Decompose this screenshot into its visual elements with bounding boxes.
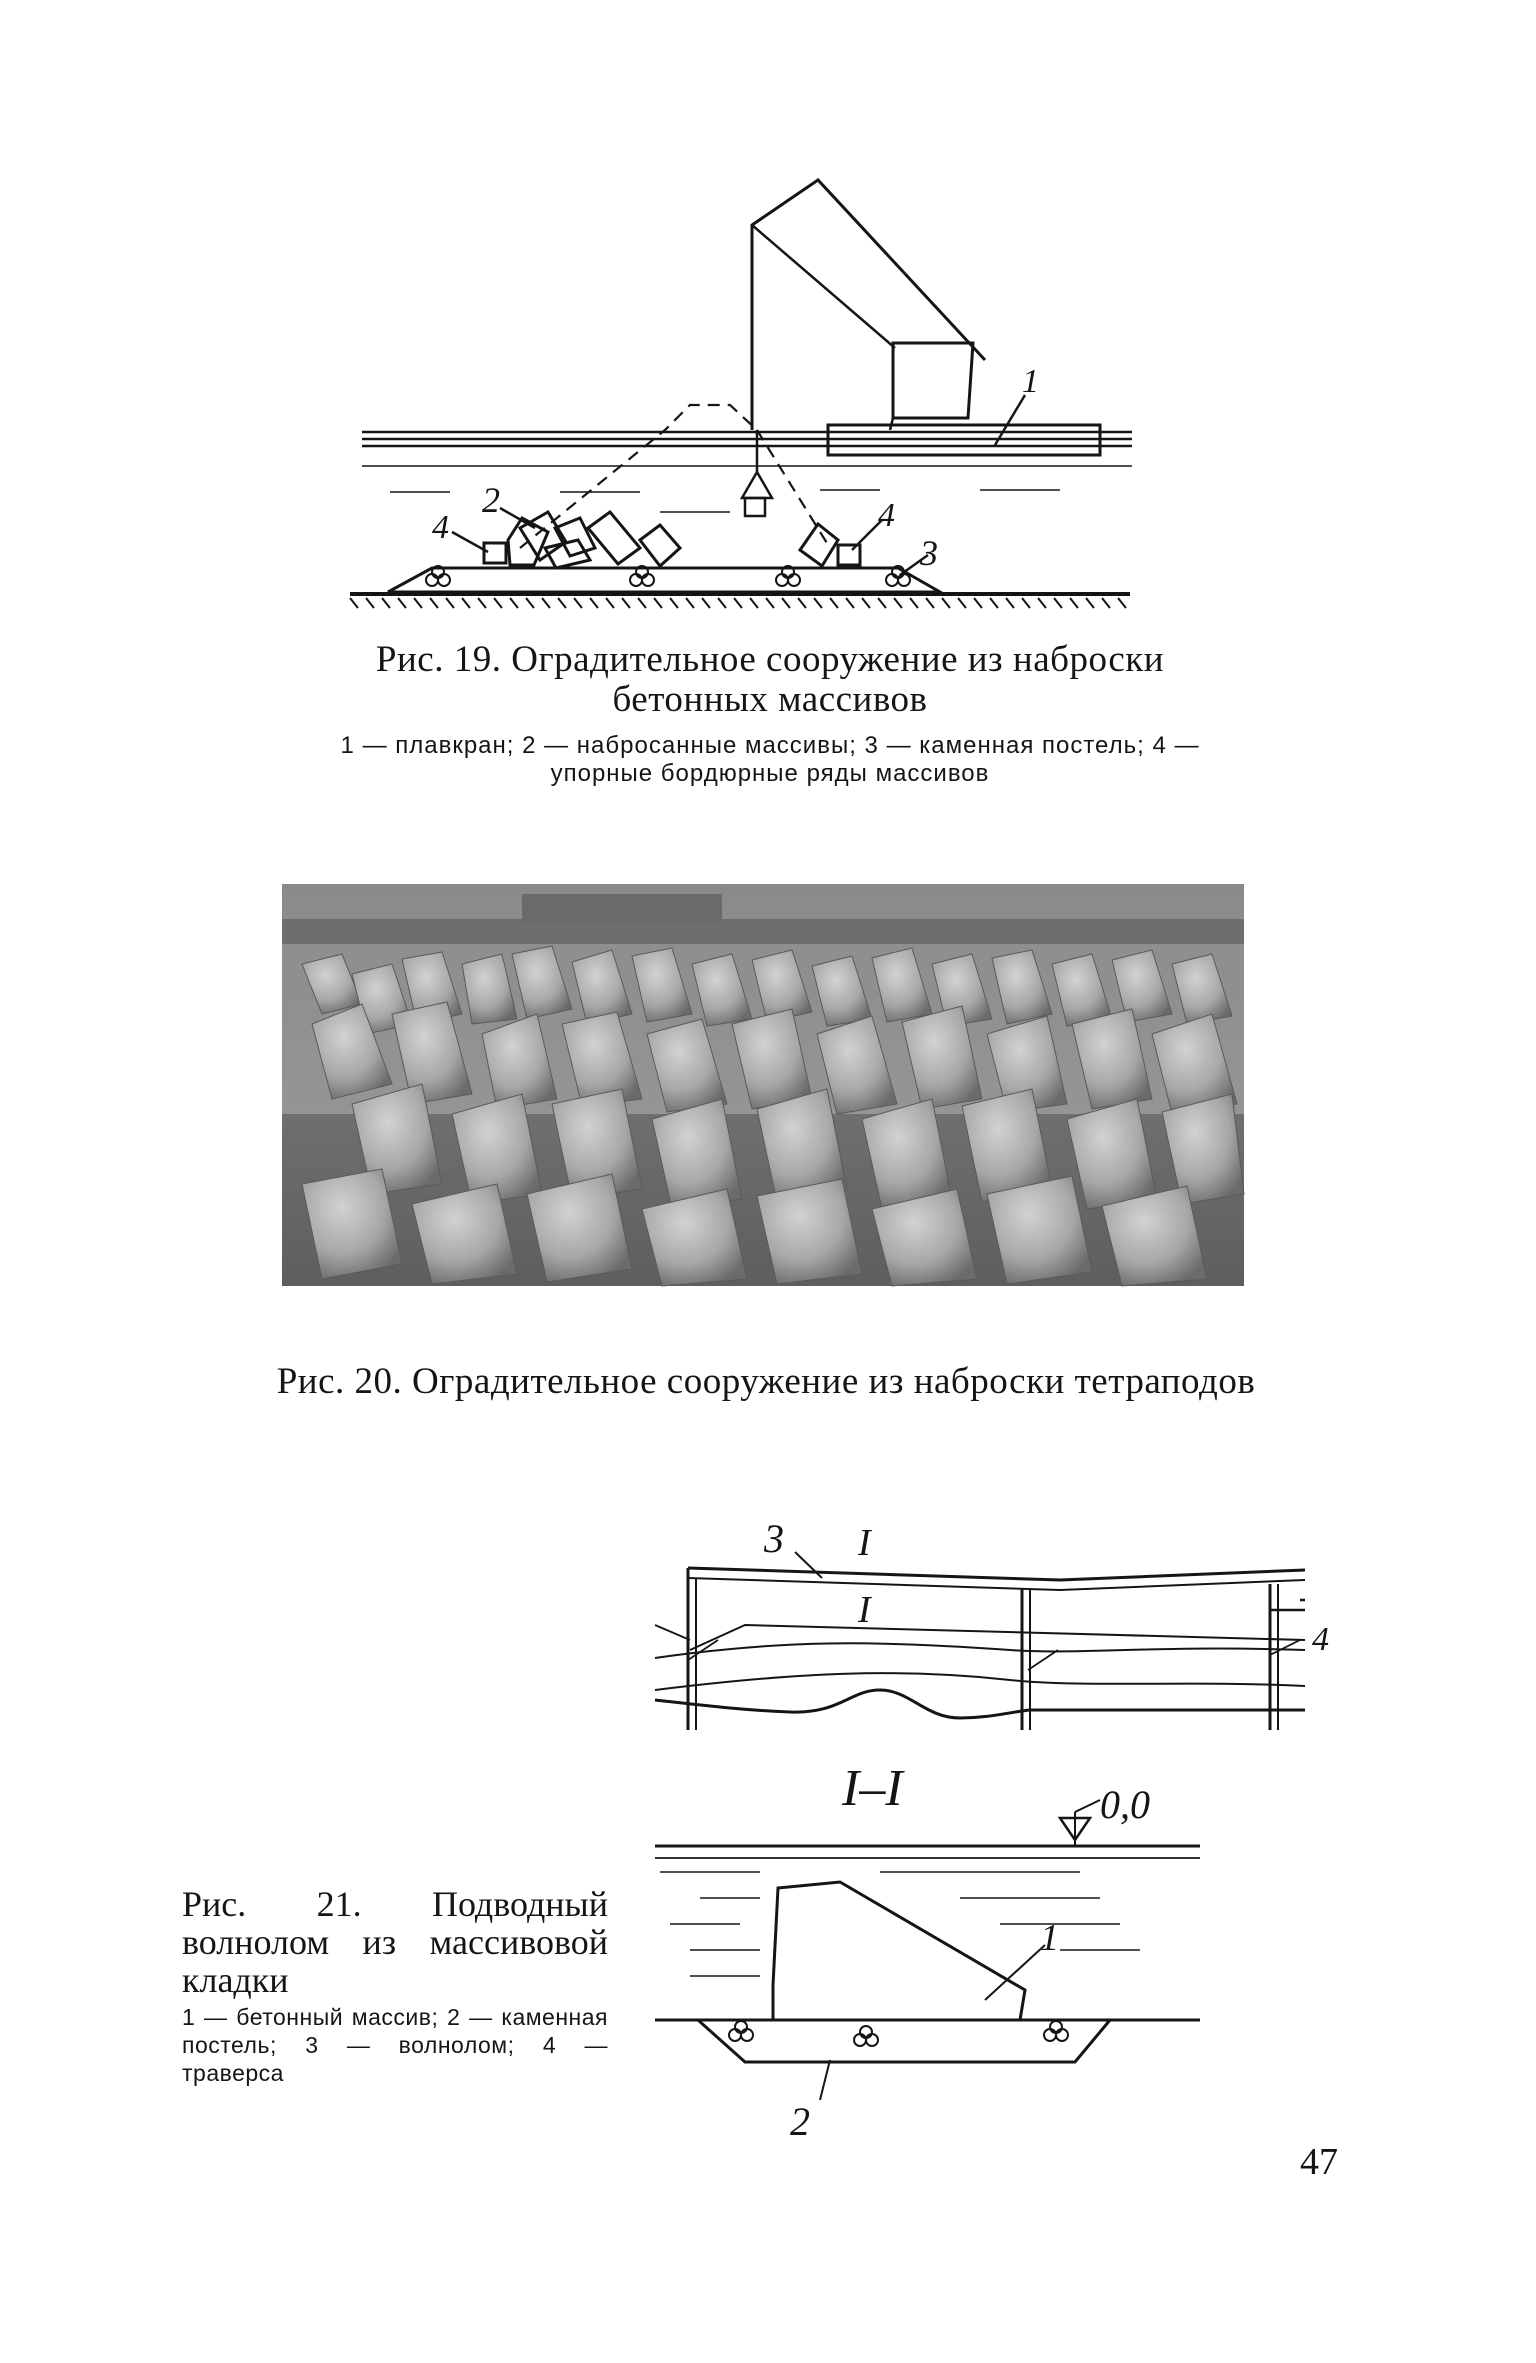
fig21-callout-3: 3: [763, 1516, 784, 1561]
fig21-level-mark: 0,0: [1100, 1782, 1150, 1827]
fig19-callout-1: 1: [1022, 363, 1039, 400]
fig21-section-mark-top: I: [857, 1522, 873, 1564]
figure-20-photo: [282, 884, 1245, 1287]
fig19-callout-4b: 4: [878, 497, 895, 534]
figure-20-caption: Рис. 20. Оградительное сооружение из наб…: [276, 1361, 1256, 1402]
fig21-callout-4: 4: [1312, 1621, 1329, 1658]
fig19-callout-2: 2: [482, 480, 500, 520]
figure-21-caption: Рис. 21. Подводный волнолом из массивово…: [182, 1884, 608, 2000]
figure-19-legend: 1 — плавкран; 2 — набросанные массивы; 3…: [340, 732, 1200, 787]
figure-19-caption: Рис. 19. Оградительное сооружение из наб…: [375, 639, 1165, 720]
figure-21-legend: 1 — бетонный массив; 2 — каменная постел…: [182, 2004, 608, 2086]
fig21-callout-1: 1: [1040, 1917, 1059, 1959]
page-number: 47: [1300, 2141, 1338, 2183]
fig21-callout-2: 2: [790, 2099, 810, 2144]
fig21-section-mark-bottom: I: [857, 1589, 873, 1631]
fig19-callout-3: 3: [919, 533, 938, 573]
fig19-callout-4a: 4: [432, 509, 449, 546]
fig21-section-title: I–I: [841, 1760, 905, 1817]
